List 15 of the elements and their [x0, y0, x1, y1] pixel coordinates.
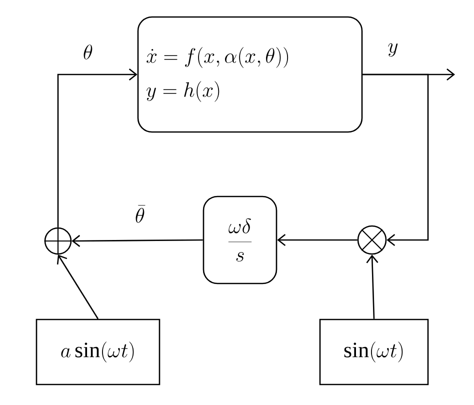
arrow [57, 68, 138, 228]
multiplier-junction [357, 225, 387, 255]
arrow [72, 234, 203, 247]
block-box: $\dot{x}=f(x,\alpha(x,\theta))$ $y=h(x)$ [137, 16, 363, 133]
signal-box: $a\sin(\omega t)$ [36, 318, 160, 386]
edge-label: $y$ [388, 43, 398, 57]
arrow [56, 254, 99, 320]
arrow [362, 74, 429, 246]
summing-junction [44, 226, 72, 256]
arrow [277, 234, 358, 246]
arrow [366, 254, 378, 319]
edge-label: $\theta$ [84, 44, 92, 60]
block-box: $\frac{\omega\delta}{s}$ [202, 196, 278, 284]
edge-label: $\bar{\theta}$ [136, 205, 146, 223]
signal-box: $\sin(\omega t)$ [319, 318, 429, 386]
